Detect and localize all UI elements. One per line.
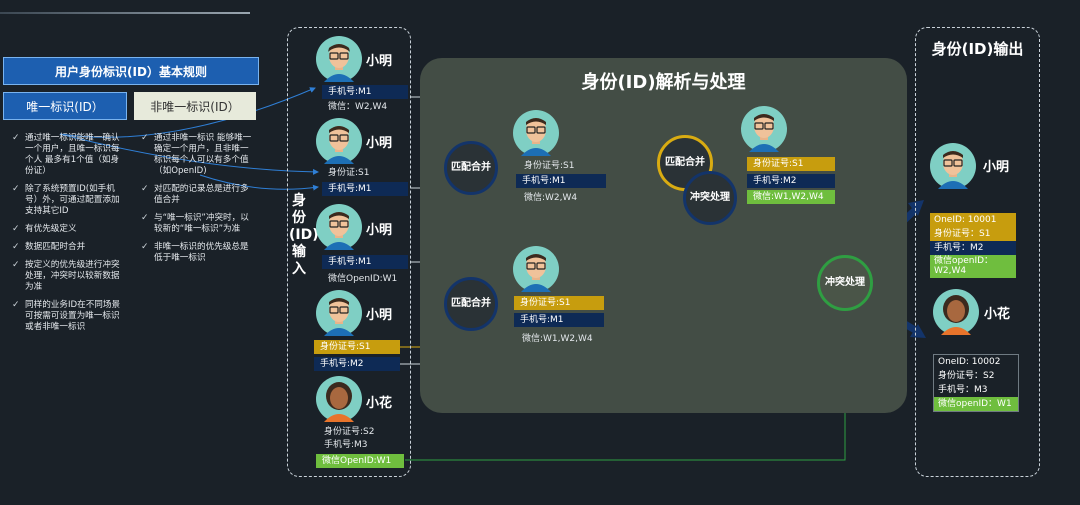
merged-field: 手机号:M1 xyxy=(514,313,604,327)
output-field: OneID: 10001 xyxy=(930,213,1016,227)
input-panel xyxy=(287,27,411,477)
unique-rule-item: 同样的业务ID在不同场景可按需可设置为唯一标识 或者非唯一标识 xyxy=(12,300,124,333)
input-field: 手机号:M2 xyxy=(314,357,400,371)
output-field: 微信openID：W2,W4 xyxy=(930,255,1016,278)
merged-field: 身份证号:S1 xyxy=(524,161,575,171)
conflict-handling-node: 冲突处理 xyxy=(817,255,873,311)
match-merge-node: 匹配合并 xyxy=(444,141,498,195)
input-field: 手机号:M1 xyxy=(322,85,408,99)
avatar-icon xyxy=(316,290,362,336)
match-merge-node: 匹配合并 xyxy=(444,277,498,331)
conflict-handling-node: 冲突处理 xyxy=(683,171,737,225)
avatar-icon xyxy=(316,118,362,164)
avatar-icon xyxy=(316,204,362,250)
unique-rule-item: 数据匹配时合并 xyxy=(12,242,124,253)
merged-field: 手机号:M1 xyxy=(516,174,606,188)
avatar-icon xyxy=(316,36,362,82)
unique-id-label: 唯一标识(ID） xyxy=(3,92,127,120)
avatar-icon xyxy=(513,246,559,292)
merged-field: 身份证号:S1 xyxy=(514,296,604,310)
output-field: 手机号：M3 xyxy=(938,385,988,395)
avatar-icon xyxy=(930,143,976,189)
unique-rule-item: 按定义的优先级进行冲突处理，冲突时以较新数据为准 xyxy=(12,260,124,293)
unique-rule-item: 通过唯一标识能唯一确认一个用户，且唯一标识每个人 最多有1个值（如身份证） xyxy=(12,133,124,177)
input-user-name: 小明 xyxy=(366,136,393,151)
unique-rule-item: 除了系统预置ID(如手机号）外，可通过配置添加支持其它ID xyxy=(12,184,124,217)
avatar-girl-icon xyxy=(933,289,979,335)
process-panel-title: 身份(ID)解析与处理 xyxy=(581,72,746,93)
input-field: 微信OpenID:W1 xyxy=(328,274,398,284)
avatar-icon xyxy=(513,110,559,156)
input-user-name: 小明 xyxy=(366,223,393,238)
input-field: 手机号:M3 xyxy=(324,440,368,450)
output-record: OneID: 10001 身份证号：S1 手机号：M2 微信openID：W2,… xyxy=(930,213,1016,278)
output-field: 身份证号：S1 xyxy=(930,227,1016,241)
input-panel-title: 身份(ID)输入 xyxy=(289,193,319,277)
nonunique-rule-item: 非唯一标识的优先级总是低于唯一标识 xyxy=(141,242,256,264)
output-field: 微信openID：W1 xyxy=(934,397,1018,411)
nonunique-rule-item: 对匹配的记录总是进行多值合并 xyxy=(141,184,256,206)
input-user-name: 小明 xyxy=(366,54,393,69)
unique-rules-list: 通过唯一标识能唯一确认一个用户，且唯一标识每个人 最多有1个值（如身份证） 除了… xyxy=(12,133,124,340)
output-panel-title: 身份(ID)输出 xyxy=(931,40,1024,58)
process-panel xyxy=(420,58,907,413)
rules-title: 用户身份标识(ID）基本规则 xyxy=(3,57,259,85)
output-field: 身份证号：S2 xyxy=(938,371,995,381)
input-user-name: 小明 xyxy=(366,308,393,323)
nonunique-rules-list: 通过非唯一标识 能够唯一确定一个用户，且非唯一标识每个人可以有多个值（如Open… xyxy=(141,133,256,271)
merged-field: 微信:W2,W4 xyxy=(524,193,578,203)
output-panel xyxy=(915,27,1040,477)
input-field: 身份证号:S2 xyxy=(324,427,375,437)
avatar-icon xyxy=(741,106,787,152)
match-merge-node: 匹配合并 xyxy=(657,135,713,191)
output-record: OneID: 10002 身份证号：S2 手机号：M3 微信openID：W1 xyxy=(933,354,1019,412)
avatar-girl-icon xyxy=(316,376,362,422)
merged-field: 身份证号:S1 xyxy=(747,157,835,171)
top-divider xyxy=(0,12,250,14)
unique-rule-item: 有优先级定义 xyxy=(12,224,124,235)
input-field: 身份证:S1 xyxy=(328,168,370,178)
nonunique-id-label: 非唯一标识(ID） xyxy=(134,92,256,120)
input-field: 手机号:M1 xyxy=(322,255,408,269)
nonunique-rule-item: 通过非唯一标识 能够唯一确定一个用户，且非唯一标识每个人可以有多个值（如Open… xyxy=(141,133,256,177)
output-user-name: 小花 xyxy=(984,307,1011,322)
output-field: 手机号：M2 xyxy=(930,241,1016,255)
merged-field: 微信:W1,W2,W4 xyxy=(522,334,593,344)
output-field: OneID: 10002 xyxy=(938,357,1001,367)
input-field: 微信：W2,W4 xyxy=(328,102,388,112)
input-field: 手机号:M1 xyxy=(322,182,408,196)
nonunique-rule-item: 与“唯一标识”冲突时，以较新的“唯一标识”为准 xyxy=(141,213,256,235)
input-field: 身份证号:S1 xyxy=(314,340,400,354)
input-user-name: 小花 xyxy=(366,396,393,411)
merged-field: 手机号:M2 xyxy=(747,174,835,188)
merged-field: 微信:W1,W2,W4 xyxy=(747,190,835,204)
output-user-name: 小明 xyxy=(983,160,1010,175)
input-field: 微信OpenID:W1 xyxy=(316,454,404,468)
